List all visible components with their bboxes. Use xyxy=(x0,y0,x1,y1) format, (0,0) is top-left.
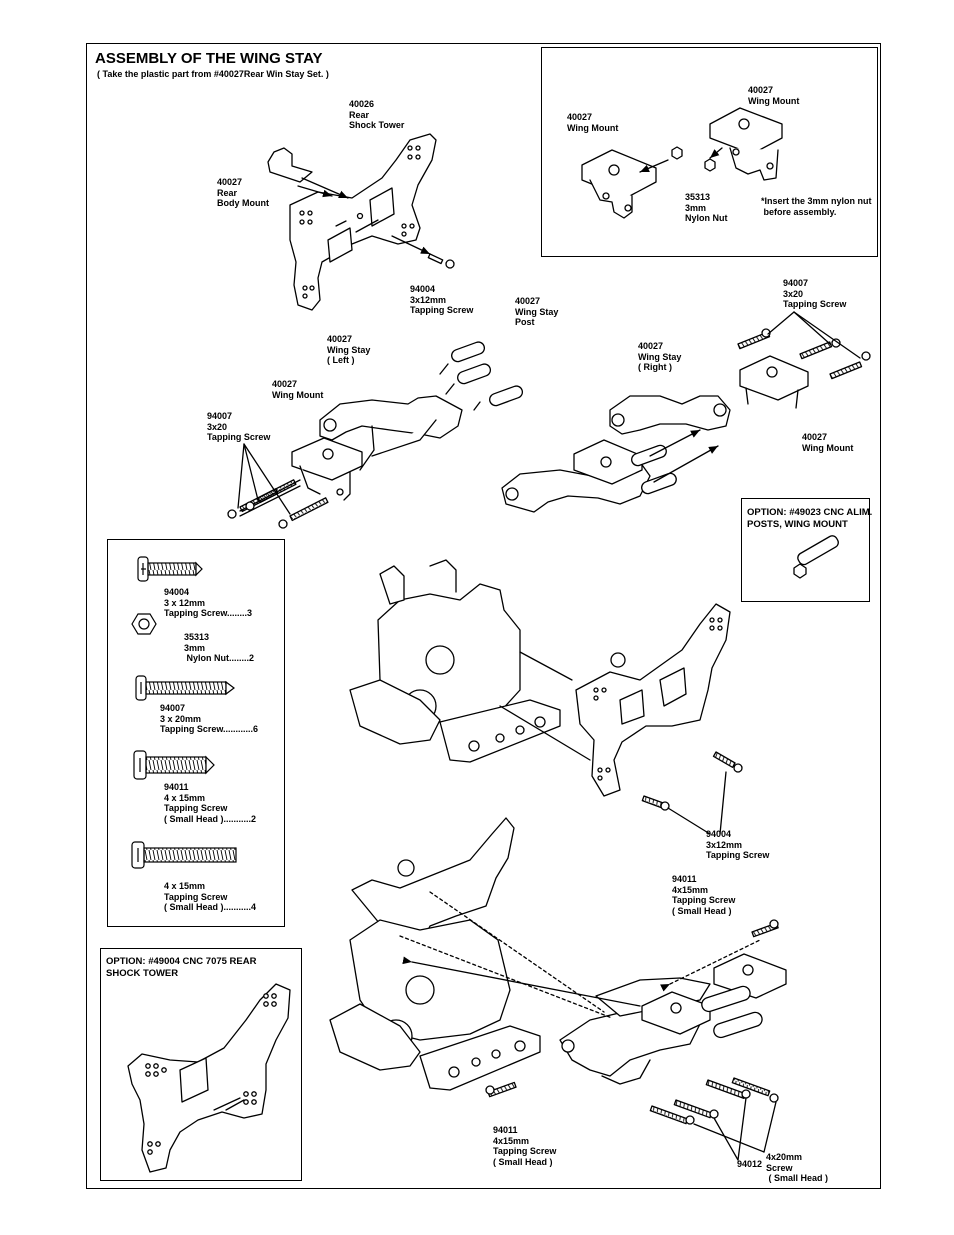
page-title: ASSEMBLY OF THE WING STAY xyxy=(95,50,323,67)
cnc-post-drawing xyxy=(793,535,839,579)
parts-list-box xyxy=(107,539,285,927)
page-frame xyxy=(86,43,881,1189)
option-cnc-posts-box xyxy=(741,498,870,602)
gearbox-assembly-mid-drawing xyxy=(349,559,743,835)
cnc-shock-tower-drawing xyxy=(127,983,291,1173)
pan-screw-short-icon xyxy=(137,556,203,582)
wing-stay-right-drawing xyxy=(501,311,871,513)
pan-screw-thick-icon xyxy=(133,750,215,780)
nylon-nut-inset-box xyxy=(541,47,878,257)
gearbox-assembly-bottom-drawing xyxy=(329,817,787,1161)
inset-wing-mount-drawing xyxy=(581,107,783,219)
option-cnc-posts-label: OPTION: #49023 CNC ALIM.POSTS, WING MOUN… xyxy=(747,507,873,530)
hex-nut-icon xyxy=(131,613,157,635)
pan-screw-long-icon xyxy=(135,675,235,701)
option-cnc-tower-box xyxy=(100,948,302,1181)
page-subtitle: ( Take the plastic part from #40027Rear … xyxy=(97,69,329,79)
wing-stay-left-drawing xyxy=(227,341,524,529)
label-screw-4x20-code: 94012 xyxy=(737,1159,763,1169)
machine-screw-icon xyxy=(131,841,237,869)
rear-shock-tower-drawing xyxy=(267,133,455,311)
inset-note: *Insert the 3mm nylon nut before assembl… xyxy=(761,196,872,217)
